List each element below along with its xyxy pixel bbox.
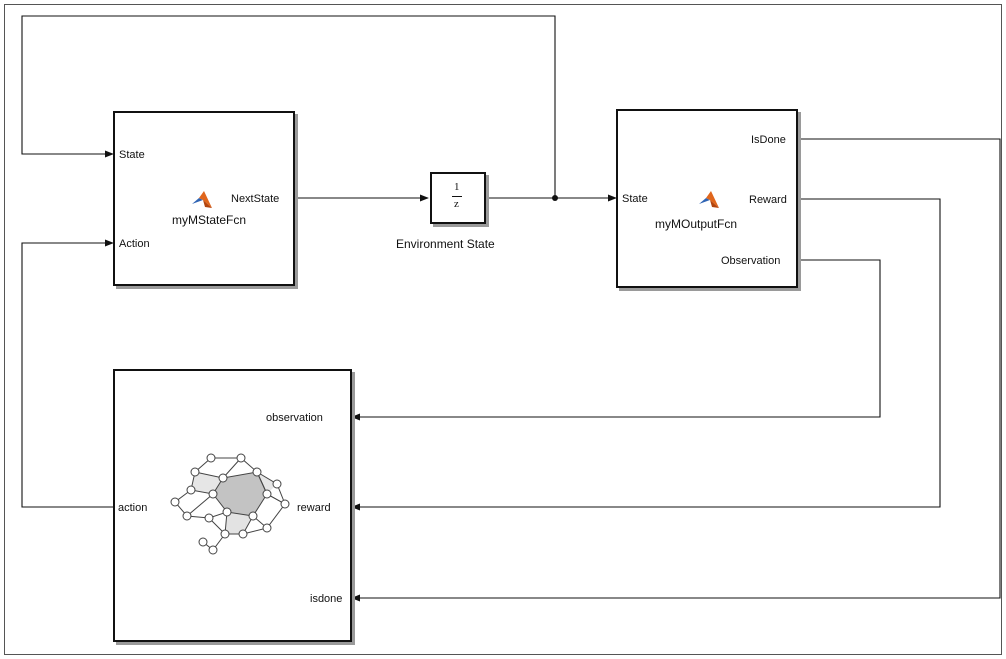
port-label-isdone-out: IsDone [751,134,786,146]
port-label-observation-out: Observation [721,255,781,267]
delay-numerator: 1 [454,181,460,193]
port-label-output-state: State [622,193,648,205]
port-label-reward-out: Reward [749,194,787,206]
port-label-observation-in: observation [266,412,323,424]
block-name-state-fcn: myMStateFcn [172,213,247,227]
unit-delay-block[interactable] [430,172,486,224]
agent-block[interactable] [113,369,352,642]
state-fcn-block[interactable] [113,111,295,286]
line-reward[interactable] [351,198,941,511]
line-observation[interactable] [351,259,881,421]
delay-denominator: z [454,198,459,210]
output-fcn-block[interactable] [616,109,798,288]
branch-point [552,195,558,201]
block-name-output-fcn: myMOutputFcn [655,217,738,231]
neural-network-icon [170,453,290,555]
port-label-state: State [119,149,145,161]
matlab-icon [699,191,719,208]
matlab-icon [192,191,212,208]
line-action-to-statefcn[interactable] [21,239,114,508]
port-label-isdone-in: isdone [310,593,343,605]
diagram-frame [4,4,1002,655]
line-isdone[interactable] [351,138,1001,602]
port-label-reward-in: reward [297,502,331,514]
port-label-action-out: action [118,502,148,514]
delay-fraction-bar [452,196,462,197]
line-feedback-to-state[interactable] [21,15,556,198]
port-label-action: Action [119,238,150,250]
block-name-environment-state: Environment State [396,237,495,251]
port-label-nextstate: NextState [231,193,280,205]
